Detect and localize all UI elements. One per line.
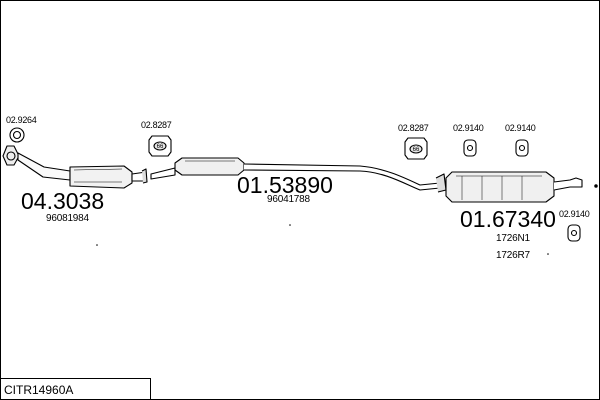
accessory-label: 02.9140	[505, 123, 536, 133]
rubber-ring-icon	[515, 139, 529, 157]
catalytic-converter-icon	[17, 152, 148, 189]
part-number: 04.3038	[21, 188, 105, 214]
middle-silencer-icon	[150, 157, 447, 193]
clamp-ring-icon	[9, 127, 25, 143]
svg-text:66: 66	[157, 144, 164, 150]
rubber-hanger-icon: 66	[148, 135, 172, 157]
diagram-code-box: CITR14960A	[0, 378, 151, 399]
svg-text:66: 66	[413, 147, 420, 153]
oem-number: 1726R7	[496, 250, 530, 261]
part-number: 01.67340	[460, 206, 556, 232]
rubber-ring-icon	[463, 139, 477, 157]
accessory-label: 02.9140	[453, 123, 484, 133]
oem-number: 96041788	[267, 194, 310, 205]
part-number: 01.53890	[237, 172, 333, 198]
accessory-label: 02.9140	[559, 209, 590, 219]
oem-number: 96081984	[46, 213, 89, 224]
rubber-ring-icon	[567, 224, 581, 242]
rear-silencer-icon	[445, 171, 598, 203]
front-flange-icon	[2, 145, 20, 166]
accessory-label: 02.9264	[6, 115, 37, 125]
rubber-hanger-icon: 66	[404, 137, 428, 160]
accessory-label: 02.8287	[398, 123, 429, 133]
oem-number: 1726N1	[496, 233, 530, 244]
diagram-code: CITR14960A	[4, 383, 74, 397]
accessory-label: 02.8287	[141, 120, 172, 130]
